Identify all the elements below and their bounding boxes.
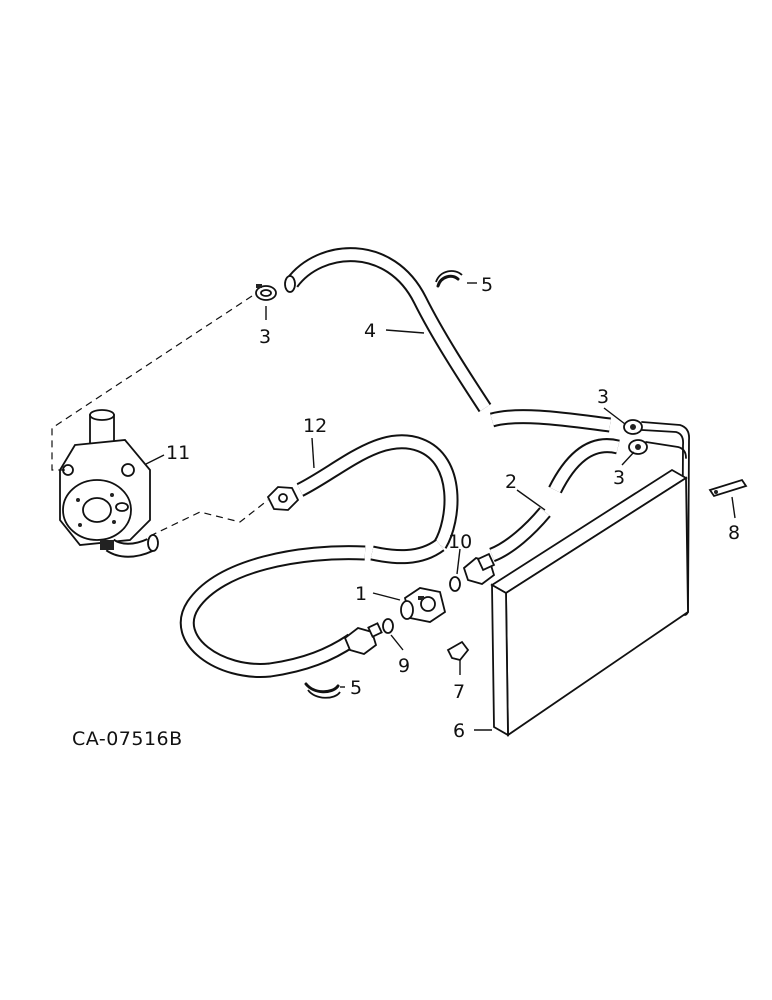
callout-5-upper: 5 xyxy=(481,274,493,296)
adapter-fitting-1 xyxy=(400,587,447,623)
callouts: 3 5 4 3 3 11 12 2 8 10 1 9 7 5 6 xyxy=(166,274,740,742)
hose-clamp-3-left xyxy=(255,284,277,301)
callout-12: 12 xyxy=(303,415,327,437)
callout-7: 8 xyxy=(728,522,740,544)
leader-lines xyxy=(145,282,736,731)
power-steering-pump-11 xyxy=(59,409,159,558)
drawing-code: CA-07516B xyxy=(72,728,183,750)
hose-clip-5-lower xyxy=(304,682,341,699)
hose-clip-5-upper xyxy=(435,270,463,288)
callout-5-lower: 5 xyxy=(350,677,362,699)
hose-4 xyxy=(284,247,611,433)
hose-2 xyxy=(488,438,620,562)
routing-lines xyxy=(51,295,269,537)
callout-3-left: 3 xyxy=(259,326,271,348)
hose-2-connector xyxy=(462,552,496,585)
oil-cooler-6 xyxy=(490,468,689,737)
hose-12 xyxy=(179,434,459,678)
callout-10: 10 xyxy=(448,531,472,553)
bracket-7 xyxy=(708,478,748,498)
hose-12-nut xyxy=(266,486,300,511)
callout-11: 11 xyxy=(166,442,190,464)
callout-9: 9 xyxy=(398,655,410,677)
callout-2: 2 xyxy=(505,471,517,493)
callout-4: 4 xyxy=(364,320,376,342)
callout-6: 6 xyxy=(453,720,465,742)
hose-12-connector xyxy=(343,622,383,655)
hose-clamp-3-right-lower xyxy=(628,439,648,455)
o-ring-10 xyxy=(449,576,461,592)
clip-8 xyxy=(446,640,470,662)
callout-3-right-lower: 3 xyxy=(613,467,625,489)
hose-clamp-3-right-upper xyxy=(623,419,643,435)
callout-8: 7 xyxy=(453,681,465,703)
callout-1: 1 xyxy=(355,583,367,605)
o-ring-9 xyxy=(382,618,394,634)
callout-3-right-upper: 3 xyxy=(597,386,609,408)
